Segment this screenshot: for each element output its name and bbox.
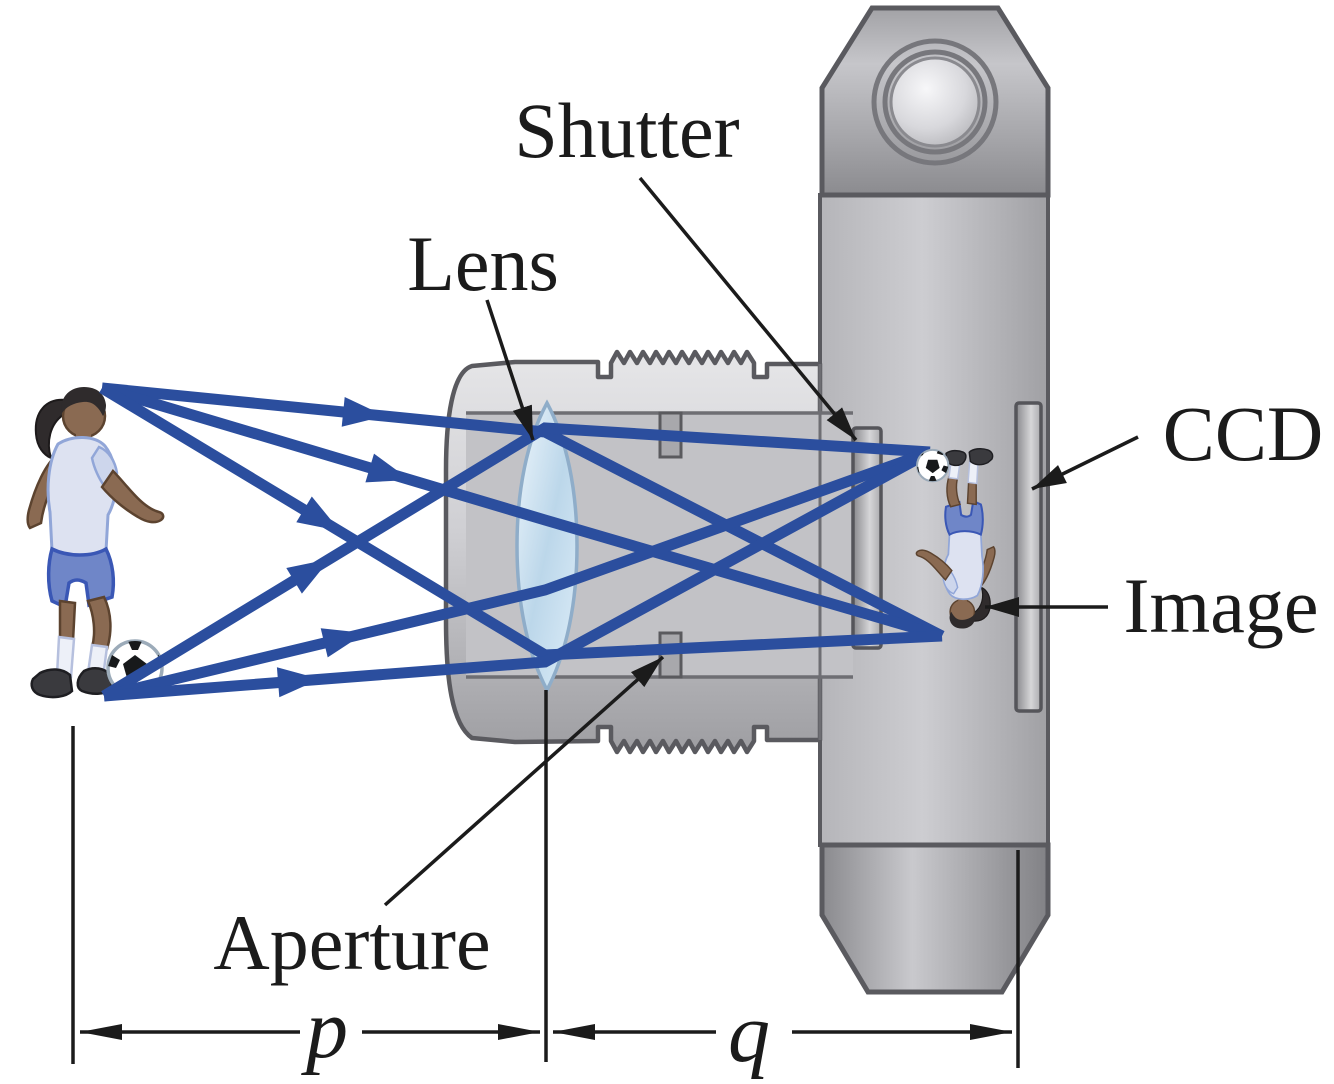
viewfinder-outer-ring [871,38,999,166]
camera-body [818,5,1051,995]
ray-arrowhead [365,453,410,483]
aperture-label: Aperture [213,899,491,986]
aperture-arrow [383,655,665,907]
shutter-arrow [638,176,858,442]
light-ray-ball-3 [103,447,933,702]
ccd-strip [1014,401,1043,713]
light-ray-ball-2 [102,446,932,702]
camera-body-bottom [819,842,1051,995]
ccd-arrow [1031,435,1139,491]
lens-arrow [485,299,535,441]
viewfinder-lens [889,56,981,148]
viewfinder-inner-ring [882,49,988,155]
ray-arrowhead [296,496,340,531]
lens-label: Lens [407,220,559,307]
ray-arrowhead [276,667,320,698]
soccer-player-object [28,387,168,698]
ray-arrowhead [320,628,365,658]
ccd-label: CCD [1162,390,1324,477]
shutter-label: Shutter [514,87,740,174]
light-ray-ball-1 [101,422,931,701]
ray-arrowhead [341,397,385,427]
light-ray-head-2 [100,382,944,642]
image-label: Image [1123,562,1319,649]
light-ray-arrowheads [276,397,410,698]
annotation-arrows [383,176,1139,907]
light-ray-head-3 [99,383,943,661]
object-distance-label: p [306,983,348,1076]
image-distance-label: q [728,987,770,1080]
aperture-blade-bottom [658,631,683,679]
dimension-lines [71,690,1020,1068]
light-rays [99,382,945,702]
ray-arrowhead [286,559,330,594]
